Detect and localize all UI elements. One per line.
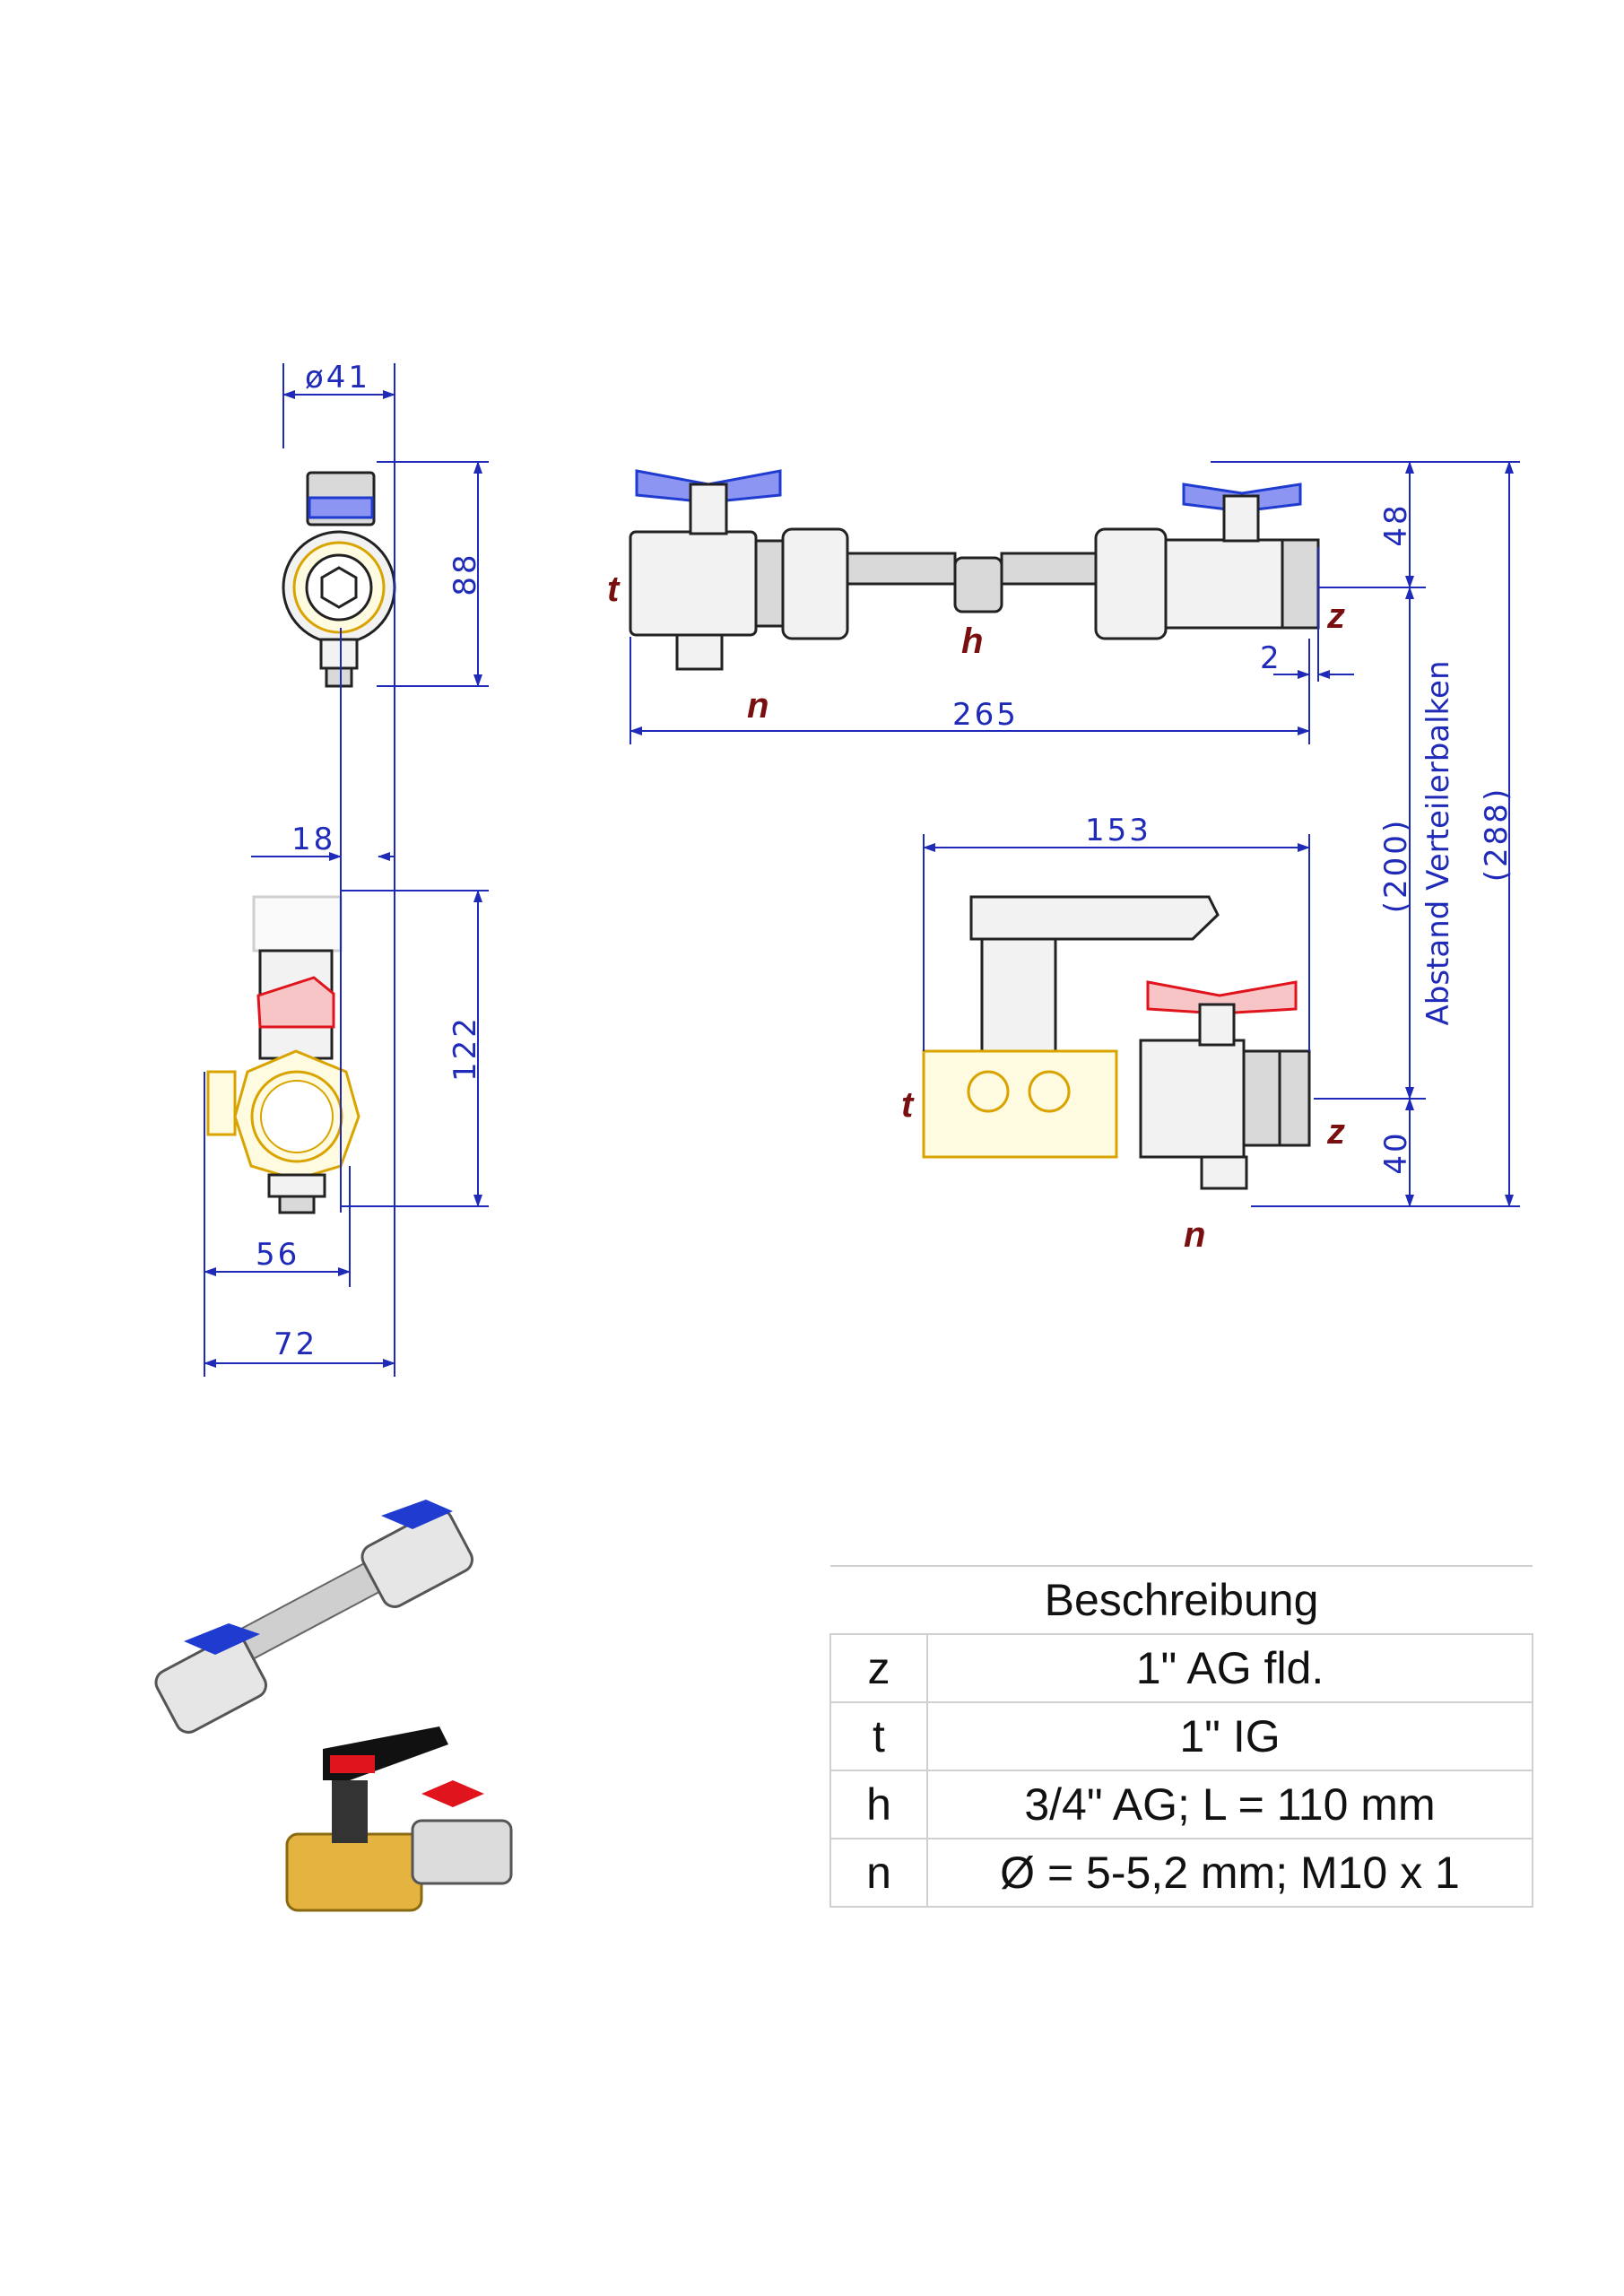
label-t-bottom: t <box>901 1085 915 1125</box>
red-handle-photo-icon <box>330 1755 375 1773</box>
dim-153: 153 <box>1085 813 1151 848</box>
table-value: 3/4" AG; L = 110 mm <box>926 1770 1533 1839</box>
dim-diameter: ø41 <box>305 360 370 396</box>
table-row: t 1" IG <box>829 1701 1533 1771</box>
dim-88: 88 <box>447 552 483 596</box>
dim-40: 40 <box>1378 1130 1414 1174</box>
description-table: Beschreibung z 1" AG fld. t 1" IG h 3/4"… <box>829 1565 1533 1908</box>
front-view-top <box>629 469 1320 671</box>
label-z-top: z <box>1326 596 1345 636</box>
table-key: z <box>829 1633 928 1703</box>
description-title: Beschreibung <box>830 1565 1533 1635</box>
dim-122: 122 <box>447 1015 483 1082</box>
table-row: z 1" AG fld. <box>829 1633 1533 1703</box>
label-t-top: t <box>607 570 621 609</box>
red-handle-icon <box>256 976 335 1029</box>
label-n-top: n <box>747 686 769 726</box>
dimension-lines <box>204 363 1520 1377</box>
product-image-valve <box>285 1726 513 1912</box>
label-h-top: h <box>961 622 983 661</box>
blue-handle-icon <box>308 496 374 519</box>
product-image-extension <box>154 1500 473 1734</box>
dim-18: 18 <box>291 822 335 857</box>
table-key: t <box>829 1701 928 1771</box>
dim-2: 2 <box>1260 640 1282 676</box>
side-view-top <box>282 471 396 688</box>
dim-48: 48 <box>1378 502 1414 546</box>
table-value: 1" IG <box>926 1701 1533 1771</box>
label-z-bottom: z <box>1326 1112 1345 1152</box>
table-value: Ø = 5-5,2 mm; M10 x 1 <box>926 1838 1533 1908</box>
dim-72: 72 <box>274 1326 317 1362</box>
dim-200: (200) <box>1378 818 1414 913</box>
table-key: h <box>829 1770 928 1839</box>
table-key: n <box>829 1838 928 1908</box>
red-handle-icon-front <box>1146 980 1298 1015</box>
dim-56: 56 <box>256 1237 300 1273</box>
dim-288: (288) <box>1479 787 1515 882</box>
table-row: n Ø = 5-5,2 mm; M10 x 1 <box>829 1838 1533 1908</box>
table-row: h 3/4" AG; L = 110 mm <box>829 1770 1533 1839</box>
blue-handle-photo-icon <box>184 1623 260 1655</box>
front-view-bottom <box>922 895 1311 1190</box>
table-value: 1" AG fld. <box>926 1633 1533 1703</box>
dim-265: 265 <box>952 697 1019 733</box>
label-n-bottom: n <box>1184 1215 1205 1255</box>
blue-handle-photo-icon-2 <box>381 1500 453 1529</box>
side-view-bottom <box>206 895 360 1214</box>
dim-abstand-label: Abstand Verteilerbalken <box>1420 660 1456 1025</box>
